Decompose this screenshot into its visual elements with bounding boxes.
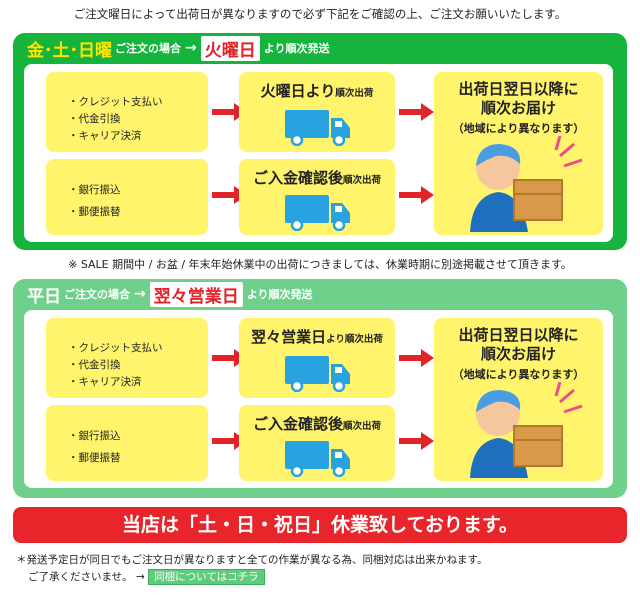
shipping-small: 順次出荷 <box>343 175 382 186</box>
bank-shipping-box: ご入金確認後順次出荷 <box>239 405 395 481</box>
weekday-panel-header: 平日 ご注文の場合 → 翌々営業日 より順次発送 <box>27 281 313 307</box>
delivery-line: 順次お届け <box>480 99 556 117</box>
arrow-right-icon <box>399 432 434 450</box>
flow-area: ・クレジット支払い ・代金引換 ・キャリア決済 ・銀行振込 ・郵便振替 火曜日よ… <box>24 64 613 242</box>
bank-payment-box: ・銀行振込 ・郵便振替 <box>46 159 208 235</box>
order-days-label: 平日 <box>27 286 61 307</box>
payment-method: ・郵便振替 <box>68 452 121 464</box>
card-payment-box: ・クレジット支払い ・代金引換 ・キャリア決済 <box>46 318 208 398</box>
payment-method: ・銀行振込 <box>68 430 121 442</box>
weekend-order-panel: 金･土･日曜 ご注文の場合 → 火曜日 より順次発送 ・クレジット支払い ・代金… <box>13 33 627 250</box>
order-case-label: ご注文の場合 <box>115 42 181 55</box>
shipping-title: 火曜日より順次出荷 <box>239 80 395 101</box>
header-arrow: → <box>134 286 146 302</box>
flow-area: ・クレジット支払い ・代金引換 ・キャリア決済 ・銀行振込 ・郵便振替 翌々営業… <box>24 310 613 488</box>
bottom-note: ＊発送予定日が同日でもご注文日が異なりますと全ての作業が異なる為、同梱対応は出来… <box>16 552 487 586</box>
bottom-note-text: ご了承くださいませ。 → <box>28 571 145 583</box>
delivery-truck-icon <box>285 195 350 231</box>
shipping-small: より順次出荷 <box>326 334 383 345</box>
weekend-panel-header: 金･土･日曜 ご注文の場合 → 火曜日 より順次発送 <box>27 35 330 61</box>
bottom-note-line2: ご了承くださいませ。 → 同梱についてはコチラ <box>16 569 487 586</box>
payment-method: ・代金引換 <box>68 359 121 371</box>
payment-method: ・キャリア決済 <box>68 130 142 142</box>
holiday-banner: 当店は「土・日・祝日」休業致しております。 <box>13 507 627 543</box>
header-note: ご注文曜日によって出荷日が異なりますので必ず下記をご確認の上、ご注文お願いいたし… <box>73 7 567 21</box>
shipping-main: ご入金確認後 <box>252 169 343 187</box>
delivery-title: 出荷日翌日以降に 順次お届け <box>434 326 603 364</box>
arrow-right-icon <box>399 349 434 367</box>
payment-method: ・代金引換 <box>68 113 121 125</box>
payment-method: ・銀行振込 <box>68 184 121 196</box>
ship-after-label: より順次発送 <box>263 42 330 55</box>
ship-day-label: 翌々営業日 <box>149 281 243 307</box>
mid-note: ※ SALE 期間中 / お盆 / 年末年始休業中の出荷につきましては、休業時期… <box>68 258 572 271</box>
weekday-order-panel: 平日 ご注文の場合 → 翌々営業日 より順次発送 ・クレジット支払い ・代金引換… <box>13 279 627 498</box>
header-arrow: → <box>185 40 197 56</box>
card-payment-list: ・クレジット支払い ・代金引換 ・キャリア決済 <box>68 94 163 145</box>
shipping-title: ご入金確認後順次出荷 <box>239 167 395 188</box>
ship-day-label: 火曜日 <box>200 35 260 61</box>
order-case-label: ご注文の場合 <box>64 288 130 301</box>
ship-after-label: より順次発送 <box>246 288 313 301</box>
arrow-right-icon <box>212 432 247 450</box>
delivery-truck-icon <box>285 441 350 477</box>
arrow-right-icon <box>399 186 434 204</box>
shipping-main: 火曜日より <box>260 82 336 100</box>
arrow-right-icon <box>399 103 434 121</box>
card-payment-box: ・クレジット支払い ・代金引換 ・キャリア決済 <box>46 72 208 152</box>
delivery-line: 出荷日翌日以降に <box>458 80 579 98</box>
shipping-main: 翌々営業日 <box>251 328 327 346</box>
delivery-note: （地域により異なります） <box>452 368 585 381</box>
arrow-right-icon <box>212 186 247 204</box>
shipping-title: ご入金確認後順次出荷 <box>239 413 395 434</box>
delivery-box: 出荷日翌日以降に 順次お届け （地域により異なります） <box>434 72 603 235</box>
bottom-note-line1: ＊発送予定日が同日でもご注文日が異なりますと全ての作業が異なる為、同梱対応は出来… <box>16 554 488 566</box>
shipping-main: ご入金確認後 <box>252 415 343 433</box>
delivery-line: 順次お届け <box>480 345 556 363</box>
arrow-right-icon <box>212 103 247 121</box>
payment-method: ・クレジット支払い <box>68 342 163 354</box>
shipping-small: 順次出荷 <box>343 421 382 432</box>
bank-shipping-box: ご入金確認後順次出荷 <box>239 159 395 235</box>
shipping-title: 翌々営業日より順次出荷 <box>239 326 395 347</box>
delivery-note: （地域により異なります） <box>452 122 585 135</box>
bank-payment-list: ・銀行振込 ・郵便振替 <box>68 425 121 469</box>
payment-method: ・キャリア決済 <box>68 376 142 388</box>
payment-method: ・郵便振替 <box>68 206 121 218</box>
delivery-person-icon <box>470 382 583 478</box>
delivery-truck-icon <box>285 356 350 392</box>
bundle-info-link[interactable]: 同梱についてはコチラ <box>148 569 265 585</box>
payment-method: ・クレジット支払い <box>68 96 163 108</box>
shipping-small: 順次出荷 <box>335 88 374 99</box>
bank-payment-list: ・銀行振込 ・郵便振替 <box>68 179 121 223</box>
bank-payment-box: ・銀行振込 ・郵便振替 <box>46 405 208 481</box>
delivery-truck-icon <box>285 110 350 146</box>
card-shipping-box: 翌々営業日より順次出荷 <box>239 318 395 398</box>
arrow-right-icon <box>212 349 247 367</box>
delivery-title: 出荷日翌日以降に 順次お届け <box>434 80 603 118</box>
order-days-label: 金･土･日曜 <box>27 40 112 61</box>
card-shipping-box: 火曜日より順次出荷 <box>239 72 395 152</box>
card-payment-list: ・クレジット支払い ・代金引換 ・キャリア決済 <box>68 340 163 391</box>
delivery-box: 出荷日翌日以降に 順次お届け （地域により異なります） <box>434 318 603 481</box>
delivery-person-icon <box>470 136 583 232</box>
delivery-line: 出荷日翌日以降に <box>458 326 579 344</box>
